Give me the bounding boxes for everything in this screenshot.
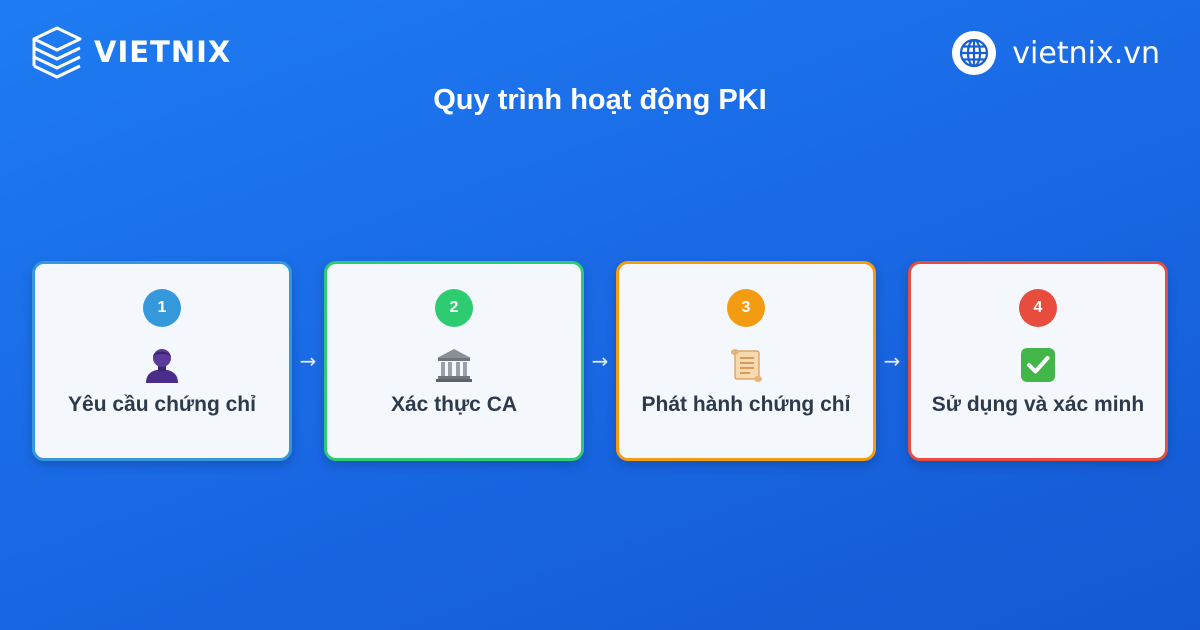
brand: VIETNIX bbox=[30, 24, 231, 80]
arrow-icon: → bbox=[883, 349, 901, 373]
step-label: Yêu cầu chứng chỉ bbox=[68, 393, 256, 416]
site-url[interactable]: vietnix.vn bbox=[1012, 35, 1160, 71]
vietnix-logo-icon bbox=[32, 26, 82, 79]
step-label: Sử dụng và xác minh bbox=[931, 393, 1145, 416]
step-card-4: 4 Sử dụng và xác minh bbox=[908, 261, 1168, 461]
bank-icon bbox=[434, 345, 474, 385]
step-number-badge: 4 bbox=[1019, 289, 1057, 327]
user-icon bbox=[142, 345, 182, 385]
site-link[interactable]: vietnix.vn bbox=[952, 31, 1160, 75]
process-flow: 1 Yêu cầu chứng chỉ → 2 bbox=[32, 261, 1168, 461]
step-label: Phát hành chứng chỉ bbox=[641, 393, 851, 416]
page-title: Quy trình hoạt động PKI bbox=[433, 84, 767, 116]
scroll-icon bbox=[726, 345, 766, 385]
check-icon bbox=[1018, 345, 1058, 385]
step-number-badge: 1 bbox=[143, 289, 181, 327]
arrow-icon: → bbox=[299, 349, 317, 373]
step-card-2: 2 Xác thực CA bbox=[324, 261, 584, 461]
globe-icon bbox=[952, 31, 997, 75]
brand-name: VIETNIX bbox=[94, 35, 232, 69]
step-card-1: 1 Yêu cầu chứng chỉ bbox=[32, 261, 292, 461]
arrow-icon: → bbox=[591, 349, 609, 373]
step-number-badge: 2 bbox=[435, 289, 473, 327]
step-card-3: 3 Phát hành chứng chỉ bbox=[616, 261, 876, 461]
step-label: Xác thực CA bbox=[390, 393, 518, 416]
step-number-badge: 3 bbox=[727, 289, 765, 327]
